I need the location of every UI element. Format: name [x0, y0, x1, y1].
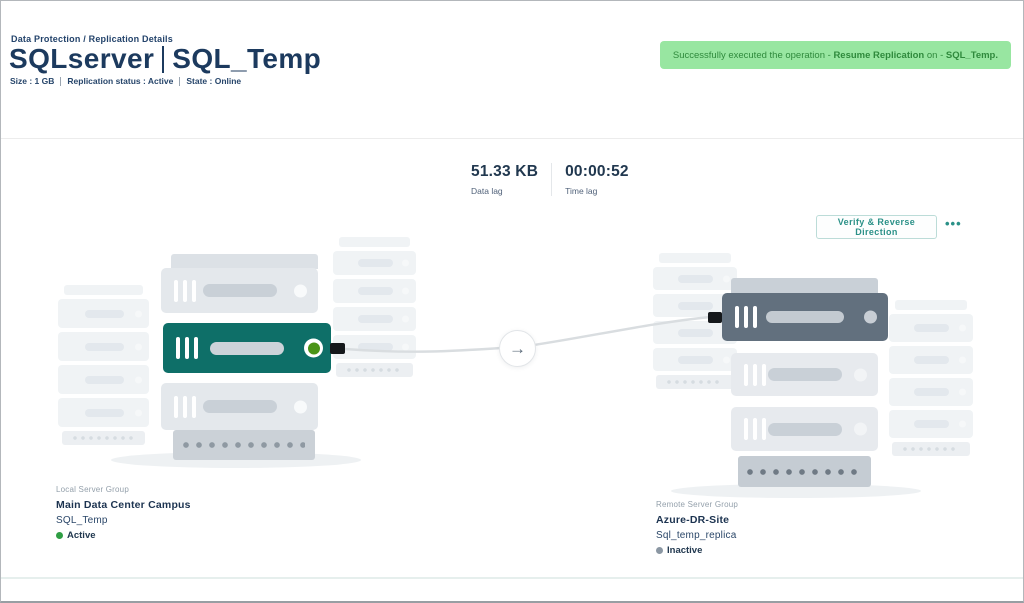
meta-replication-status: Replication status : Active — [67, 76, 174, 86]
data-lag-label: Data lag — [471, 186, 503, 196]
server-unit — [731, 353, 878, 396]
more-options-icon[interactable]: ••• — [945, 216, 962, 231]
time-lag-value: 00:00:52 — [565, 163, 629, 180]
server-unit — [161, 268, 318, 313]
drive-bay — [202, 284, 277, 297]
data-lag-value: 51.33 KB — [471, 163, 539, 180]
toast-text-prefix: Successfully executed the operation - — [672, 49, 834, 61]
breadcrumb-data-protection[interactable]: Data Protection — [11, 34, 81, 44]
meta-size: Size : 1 GB — [10, 76, 55, 86]
source-server-unit-active — [163, 323, 331, 373]
active-led-indicator — [304, 338, 323, 358]
breadcrumb: Data Protection / Replication Details — [11, 34, 173, 44]
breadcrumb-separator: / — [80, 34, 89, 44]
vent-dots — [747, 468, 862, 475]
background-server-stack — [889, 300, 973, 456]
time-lag-stat: 00:00:52 Time lag — [565, 163, 629, 196]
remote-group-status: Inactive — [656, 545, 738, 556]
meta-state: State : Online — [186, 76, 242, 86]
server-name-title: SQLserver — [9, 43, 155, 74]
remote-group-label: Remote Server Group — [656, 500, 739, 509]
local-group-label: Local Server Group — [56, 485, 129, 494]
background-server-stack — [58, 285, 149, 445]
led-indicator — [854, 422, 867, 436]
bottom-divider — [1, 577, 1023, 579]
remote-group-name: Azure-DR-Site — [656, 514, 730, 526]
remote-server-group-card: Remote Server Group Azure-DR-Site Sql_te… — [656, 500, 738, 556]
server-unit — [161, 383, 318, 430]
title-divider — [162, 45, 165, 73]
led-indicator — [294, 400, 307, 413]
vent-dots — [182, 442, 306, 448]
local-group-status-text: Active — [67, 530, 96, 541]
local-group-name: Main Data Center Campus — [56, 499, 191, 511]
stats-divider — [551, 163, 553, 196]
toast-text-middle: on - — [924, 49, 946, 61]
server-vents — [744, 363, 766, 386]
data-lag-stat: 51.33 KB Data lag — [471, 163, 538, 196]
target-server-unit-replica — [722, 293, 888, 341]
local-server-group-card: Local Server Group Main Data Center Camp… — [56, 485, 191, 541]
server-cap — [171, 254, 318, 269]
status-dot-active — [56, 532, 63, 539]
server-unit — [731, 407, 878, 451]
led-indicator — [854, 368, 867, 381]
local-group-status: Active — [56, 530, 191, 541]
drive-bay — [202, 400, 277, 413]
server-vents — [174, 395, 196, 418]
drive-bay — [766, 311, 844, 323]
meta-separator — [60, 76, 62, 86]
time-lag-label: Time lag — [565, 186, 598, 196]
lag-stats: 51.33 KB Data lag 00:00:52 Time lag — [471, 163, 629, 196]
page-title: SQLserver SQL_Temp — [9, 43, 321, 75]
replication-direction-arrow-icon: → — [499, 330, 536, 367]
header-meta: Size : 1 GB Replication status : Active … — [10, 76, 241, 86]
drive-bay — [210, 341, 284, 355]
connector-port — [330, 343, 345, 354]
server-base — [738, 456, 871, 487]
server-vents — [744, 418, 766, 440]
local-group-instance: SQL_Temp — [56, 515, 108, 526]
toast-operation-name: Resume Replication — [833, 49, 925, 61]
drive-bay — [767, 422, 842, 436]
remote-group-instance: Sql_temp_replica — [656, 530, 737, 541]
server-vents — [735, 306, 757, 328]
breadcrumb-current-page: Replication Details — [88, 34, 173, 44]
remote-group-status-text: Inactive — [667, 545, 703, 556]
server-vents — [174, 279, 196, 302]
meta-separator — [179, 76, 181, 86]
verify-reverse-direction-button[interactable]: Verify & Reverse Direction — [816, 215, 937, 239]
server-base — [173, 430, 315, 460]
drive-bay — [767, 368, 842, 381]
led-indicator — [294, 284, 307, 297]
header-divider — [1, 138, 1023, 139]
success-toast: Successfully executed the operation - Re… — [659, 41, 1011, 69]
server-vents — [176, 337, 198, 359]
status-dot-inactive — [656, 547, 663, 554]
server-cap — [731, 278, 878, 293]
background-server-stack — [333, 237, 416, 377]
led-indicator — [864, 310, 877, 324]
connector-port — [708, 312, 722, 323]
server-shadow — [671, 484, 921, 498]
database-name-title: SQL_Temp — [172, 43, 322, 74]
toast-target-name: SQL_Temp. — [945, 49, 998, 61]
